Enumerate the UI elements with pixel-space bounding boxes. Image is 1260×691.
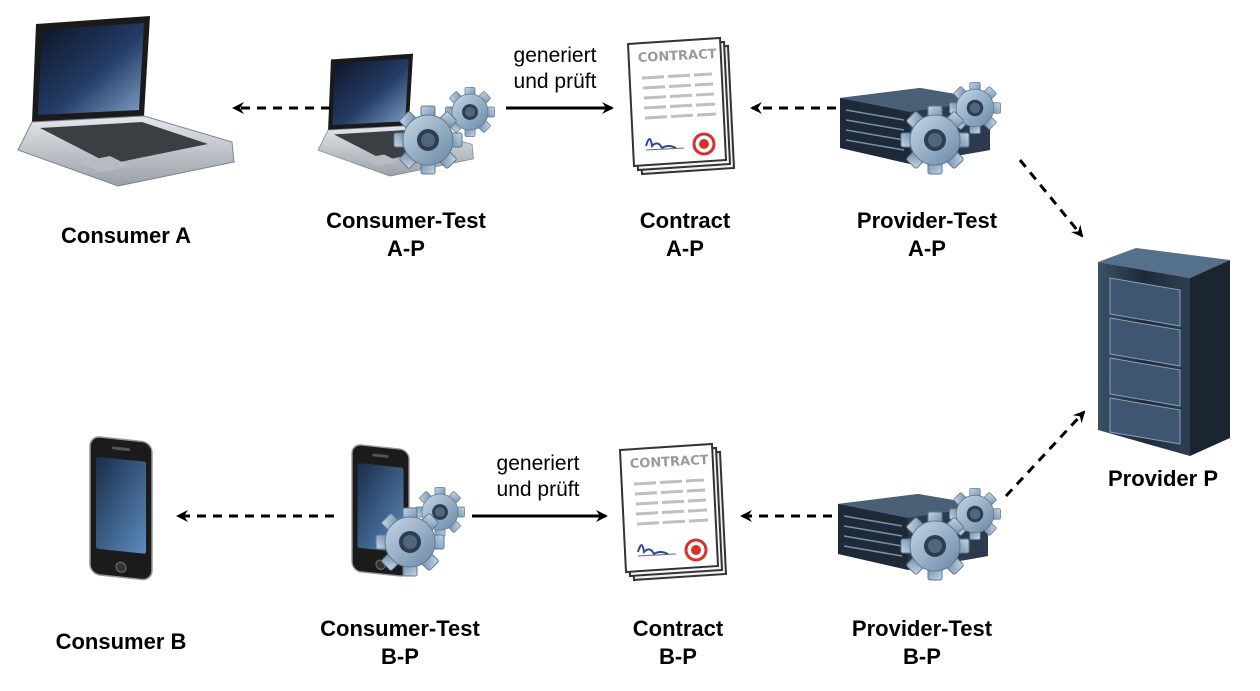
consumer-b-label: Consumer B (56, 629, 187, 654)
contract-doc-title: CONTRACT (637, 47, 717, 66)
provider-test-ap-line1: Provider-Test (857, 208, 998, 233)
provider-test-ap-line2: A-P (908, 236, 946, 261)
laptop-icon (17, 15, 235, 187)
arrow-provider-test-bp-to-provider-p (1004, 410, 1086, 498)
edge-label-ap-line2: und prüft (514, 70, 597, 93)
edge-label-bp-line1: generiert (497, 452, 580, 475)
consumer-test-bp-line2: B-P (381, 644, 419, 669)
edge-label-ap-line1: generiert (514, 44, 597, 67)
contract-ap-line2: A-P (666, 236, 704, 261)
provider-p-label: Provider P (1108, 466, 1218, 491)
server-gear-icon (837, 488, 1001, 581)
contract-bp-line2: B-P (659, 644, 697, 669)
consumer-a-label: Consumer A (61, 223, 191, 248)
smartphone-gear-icon (351, 443, 465, 578)
consumer-test-ap-line1: Consumer-Test (326, 208, 486, 233)
contract-ap-line1: Contract (640, 208, 731, 233)
arrow-provider-test-ap-to-provider-p (1018, 159, 1084, 238)
contract-bp-line1: Contract (633, 616, 724, 641)
smartphone-icon (89, 435, 153, 582)
laptop-gear-icon (317, 53, 495, 177)
contract-doc-title: CONTRACT (629, 453, 709, 472)
contract-document-icon: CONTRACT (618, 442, 728, 582)
consumer-test-bp-line1: Consumer-Test (320, 616, 480, 641)
provider-test-bp-line1: Provider-Test (852, 616, 993, 641)
consumer-test-ap-line2: A-P (387, 236, 425, 261)
server-rack-icon (1098, 248, 1230, 456)
provider-test-bp-line2: B-P (903, 644, 941, 669)
server-gear-icon (839, 82, 1001, 175)
contract-document-icon: CONTRACT (626, 36, 736, 176)
edge-label-bp-line2: und prüft (497, 478, 580, 501)
